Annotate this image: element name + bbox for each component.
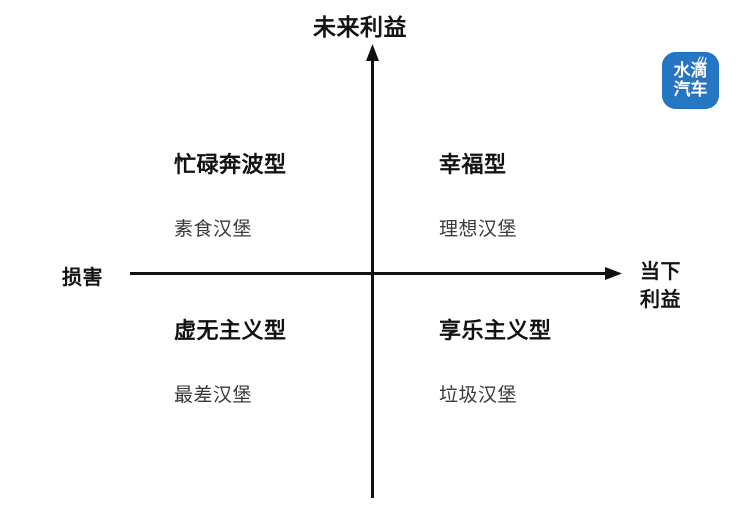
quadrant-top-right-subtitle: 理想汉堡 — [439, 219, 518, 240]
quadrant-bottom-left-subtitle: 最差汉堡 — [174, 385, 253, 406]
quadrant-bottom-left: 虚无主义型 最差汉堡 — [174, 313, 287, 407]
axis-label-present-benefit-line2: 利益 — [640, 289, 681, 311]
vertical-axis-arrowhead — [366, 44, 379, 61]
axis-label-present-benefit: 当下 利益 — [640, 258, 710, 314]
axis-label-harm: 损害 — [62, 267, 103, 289]
brand-logo-line1: 水滴 — [673, 61, 708, 80]
quadrant-bottom-right: 享乐主义型 垃圾汉堡 — [439, 313, 552, 407]
quadrant-top-right-title: 幸福型 — [439, 152, 507, 177]
quadrant-bottom-right-title: 享乐主义型 — [439, 318, 552, 343]
quadrant-top-right: 幸福型 理想汉堡 — [439, 147, 517, 241]
axis-label-present-benefit-line1: 当下 — [640, 261, 681, 283]
quadrant-bottom-right-subtitle: 垃圾汉堡 — [439, 385, 518, 406]
quadrant-top-left: 忙碌奔波型 素食汉堡 — [174, 147, 287, 241]
axis-label-future-benefit: 未来利益 — [313, 14, 407, 40]
quadrant-bottom-left-title: 虚无主义型 — [174, 318, 287, 343]
horizontal-axis-arrowhead — [605, 267, 622, 280]
brand-logo-line2: 汽车 — [673, 80, 708, 99]
quadrant-top-left-subtitle: 素食汉堡 — [174, 219, 253, 240]
quadrant-top-left-title: 忙碌奔波型 — [174, 152, 287, 177]
brand-logo: 水滴 汽车 — [662, 52, 719, 109]
water-drop-spark-icon — [695, 56, 707, 67]
